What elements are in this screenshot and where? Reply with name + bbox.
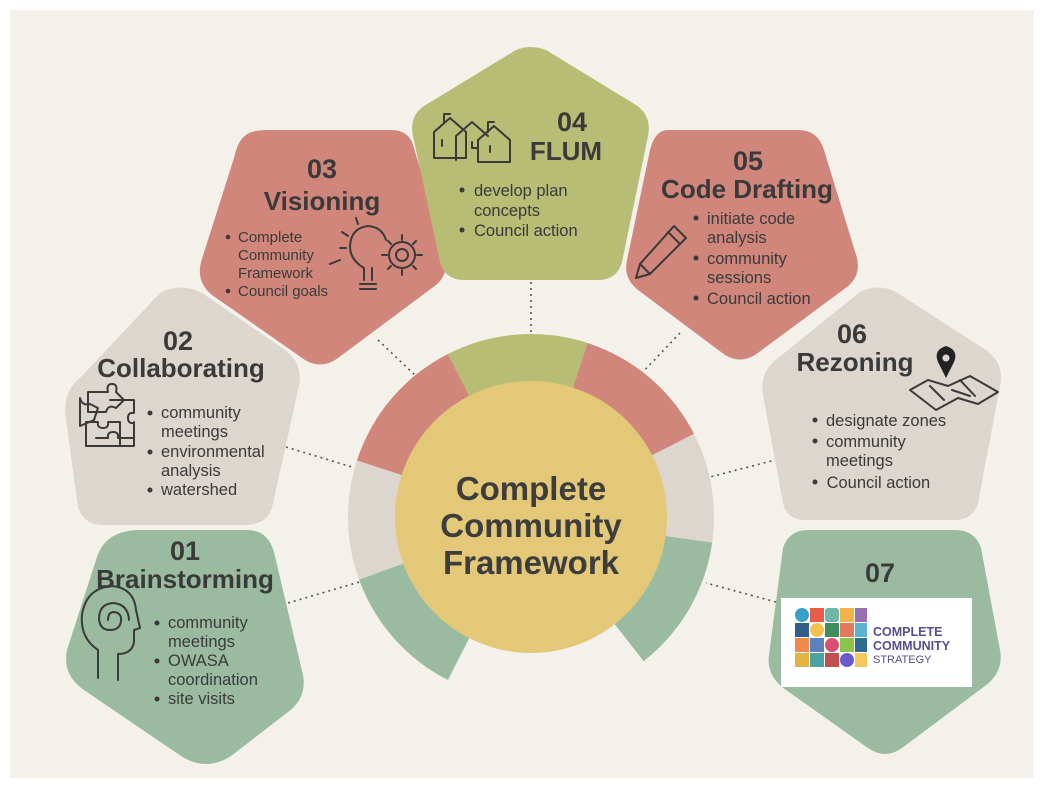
stage-04-number: 04 xyxy=(557,107,587,137)
stage-03-bullet-2-line-1: Council goals xyxy=(238,283,328,300)
stage-06: 06 Rezoning designate zones community me… xyxy=(762,287,1002,520)
stage-01-pentagon xyxy=(66,530,304,764)
stage-03-number: 03 xyxy=(307,154,337,184)
stage-05-bullets: initiate code analysis community session… xyxy=(693,210,811,308)
stage-02-title: Collaborating xyxy=(97,353,265,383)
center-title-line-1: Complete xyxy=(456,470,606,507)
connectors xyxy=(285,282,784,604)
houses-icon xyxy=(433,113,511,163)
stage-03-bullet-1-line-3: Framework xyxy=(238,265,314,282)
stage-05-number: 05 xyxy=(733,146,763,176)
logo-line-3: STRATEGY xyxy=(873,654,932,666)
stage-06-bullet-3-line-1: Council action xyxy=(822,474,930,492)
stage-05: 05 Code Drafting initiate code analysis … xyxy=(626,130,858,360)
stage-03: 03 Visioning Complete Community Framewor… xyxy=(199,130,447,365)
stage-04-bullet-2-line-1: Council action xyxy=(474,222,578,240)
stage-05-pentagon xyxy=(626,130,858,360)
head-spiral-icon xyxy=(80,585,141,681)
stage-07-number: 07 xyxy=(865,558,895,588)
stage-06-title: Rezoning xyxy=(797,347,914,377)
stage-05-bullet-2-line-1: community xyxy=(707,250,788,268)
stage-01-number: 01 xyxy=(170,536,200,566)
stage-02: 02 Collaborating community meetings envi… xyxy=(65,287,300,525)
map-pin-icon xyxy=(909,346,999,411)
stage-03-bullet-1-line-2: Community xyxy=(238,247,314,264)
stage-01-bullet-3-line-1: site visits xyxy=(168,690,235,708)
stage-01-bullet-1-line-1: community xyxy=(168,614,249,632)
ring-segment-02 xyxy=(348,460,409,580)
ring-segment-05 xyxy=(571,342,695,458)
stage-02-bullet-3-line-1: watershed xyxy=(160,481,237,499)
logo-mosaic xyxy=(795,608,867,667)
stage-01-bullet-2-line-1: OWASA xyxy=(168,652,229,670)
logo-line-2: COMMUNITY xyxy=(873,639,951,653)
stage-01-bullet-1-line-2: meetings xyxy=(168,633,235,651)
stage-05-bullet-1-line-2: analysis xyxy=(707,229,767,247)
stage-04: 04 FLUM develop plan concepts Council ac… xyxy=(412,47,649,280)
stage-06-bullet-2-line-2: meetings xyxy=(826,452,893,470)
stage-04-bullet-1-line-2: concepts xyxy=(474,202,540,220)
stage-01-bullet-2-line-2: coordination xyxy=(168,671,258,689)
lightbulb-gear-icon xyxy=(329,217,423,290)
pencil-icon xyxy=(635,225,687,279)
stage-02-bullets: community meetings environmental analysi… xyxy=(147,404,265,499)
connector-02 xyxy=(285,446,363,471)
ring-segment-01 xyxy=(359,561,472,681)
connector-01 xyxy=(287,577,374,604)
stage-01-bullets: community meetings OWASA coordination si… xyxy=(154,614,258,708)
stage-01-title: Brainstorming xyxy=(96,564,274,594)
stage-02-bullet-1-line-1: community xyxy=(161,404,242,422)
stage-03-bullets: Complete Community Framework Council goa… xyxy=(225,229,328,300)
stage-02-bullet-2-line-1: environmental xyxy=(161,443,265,461)
connector-07 xyxy=(705,582,777,603)
stage-06-bullets: designate zones community meetings Counc… xyxy=(812,412,946,492)
stage-03-title: Visioning xyxy=(264,186,381,216)
stage-04-pentagon xyxy=(412,47,649,280)
stage-02-bullet-1-line-2: meetings xyxy=(161,423,228,441)
puzzle-icon xyxy=(79,383,135,447)
complete-community-strategy-logo: COMPLETE COMMUNITY STRATEGY xyxy=(781,598,972,687)
ring-segment-07 xyxy=(611,535,713,662)
center-title-line-2: Community xyxy=(440,507,622,544)
stage-06-bullet-1-line-1: designate zones xyxy=(826,412,946,430)
stage-04-bullet-1-line-1: develop plan xyxy=(474,182,568,200)
center-circle xyxy=(395,381,667,653)
stage-02-bullet-2-line-2: analysis xyxy=(161,462,221,480)
stage-02-number: 02 xyxy=(163,326,193,356)
stage-04-bullets: develop plan concepts Council action xyxy=(459,182,578,240)
stage-03-pentagon xyxy=(199,130,447,365)
stage-05-title: Code Drafting xyxy=(661,174,833,204)
connector-06 xyxy=(705,457,784,479)
stage-04-title: FLUM xyxy=(530,136,602,166)
stage-06-number: 06 xyxy=(837,319,867,349)
connector-03 xyxy=(377,339,421,381)
stage-03-bullet-1-line-1: Complete xyxy=(238,229,302,246)
logo-line-1: COMPLETE xyxy=(873,625,942,639)
stage-01: 01 Brainstorming community meetings OWAS… xyxy=(66,530,304,764)
stage-02-pentagon xyxy=(65,287,300,525)
stage-07: 07 xyxy=(768,530,1001,754)
stage-05-bullet-2-line-2: sessions xyxy=(707,269,771,287)
ring-segment-03 xyxy=(356,353,472,477)
center-title-line-3: Framework xyxy=(443,544,620,581)
stage-06-bullet-2-line-1: community xyxy=(826,433,907,451)
connector-05 xyxy=(639,332,681,376)
stage-05-bullet-3-line-1: Council action xyxy=(707,290,811,308)
stage-05-bullet-1-line-1: initiate code xyxy=(707,210,795,228)
stage-06-pentagon xyxy=(762,287,1002,520)
